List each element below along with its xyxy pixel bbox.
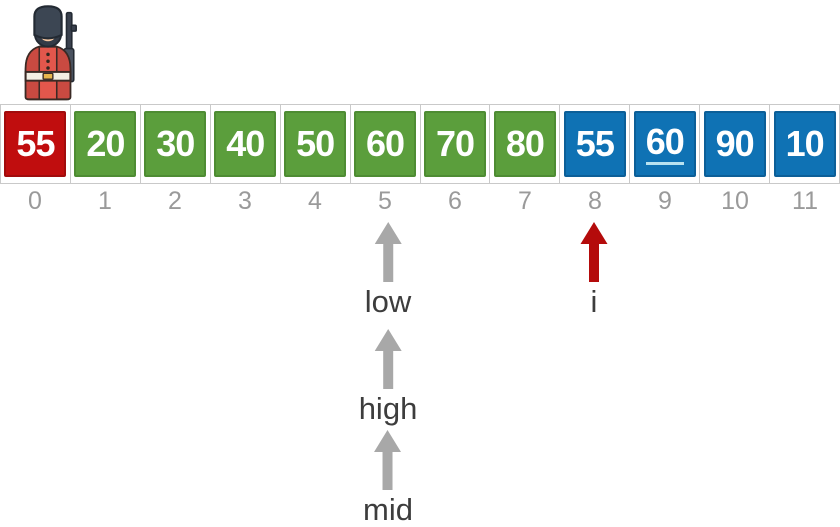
up-arrow-icon (374, 222, 402, 282)
cell-value: 60 (645, 123, 685, 165)
index-label: 11 (792, 187, 818, 215)
array-cell: 30 (141, 105, 211, 183)
array-cell-square: 80 (493, 111, 556, 177)
array-cell-square: 60 (633, 111, 696, 177)
array-cell: 55 (1, 105, 71, 183)
array-cell-square: 55 (4, 111, 67, 177)
array-cell-square: 60 (354, 111, 417, 177)
royal-guard-icon (13, 2, 83, 101)
pointer-low: low (364, 222, 412, 319)
index-label: 2 (168, 187, 182, 215)
array-strip: 55 20 30 40 50 60 70 80 55 60 90 10 (0, 104, 840, 184)
array-cell-square: 70 (423, 111, 486, 177)
array-cell: 60 (630, 105, 701, 183)
array-cell: 50 (281, 105, 351, 183)
cell-value: 40 (226, 123, 265, 164)
array-cell-square: 90 (703, 111, 766, 177)
cell-value: 90 (715, 123, 755, 164)
array-cell-square: 40 (214, 111, 277, 177)
array-cell-square: 30 (144, 111, 207, 177)
index-label: 9 (658, 187, 672, 215)
royal-guard-graphic (24, 5, 77, 101)
index-label: 10 (721, 187, 749, 215)
array-cell: 40 (211, 105, 281, 183)
cell-value: 30 (156, 123, 195, 164)
index-label: 3 (238, 187, 252, 215)
cell-value: 60 (366, 123, 405, 164)
array-cell: 20 (71, 105, 141, 183)
array-cell: 80 (490, 105, 561, 183)
up-arrow-icon (580, 222, 608, 282)
pointer-high: high (358, 329, 418, 426)
pointer-high-label: high (358, 391, 418, 426)
pointer-mid-label: mid (363, 492, 413, 527)
array-cell-square: 50 (284, 111, 347, 177)
index-label: 8 (588, 187, 602, 215)
array-cell: 10 (770, 105, 839, 183)
pointer-mid: mid (363, 430, 413, 527)
array-cell-square: 10 (773, 111, 836, 177)
array-cell-square: 55 (563, 111, 626, 177)
pointer-i: i (580, 222, 608, 319)
array-cell: 55 (560, 105, 631, 183)
index-label: 1 (98, 187, 112, 215)
index-label: 6 (448, 187, 462, 215)
index-label: 4 (308, 187, 322, 215)
array-cell: 60 (351, 105, 421, 183)
pointer-i-label: i (590, 284, 598, 319)
up-arrow-icon (374, 430, 402, 490)
cell-value: 80 (505, 123, 545, 164)
index-label: 7 (518, 187, 532, 215)
cell-value: 55 (575, 123, 615, 164)
cell-value: 20 (86, 123, 125, 164)
array-cell: 90 (700, 105, 771, 183)
cell-value: 55 (16, 123, 55, 164)
cell-value: 70 (435, 123, 475, 164)
up-arrow-icon (374, 329, 402, 389)
cell-value: 50 (296, 123, 335, 164)
cell-value: 10 (785, 123, 825, 164)
pointer-low-label: low (364, 284, 412, 319)
index-row: 0 1 2 3 4 5 6 7 8 9 10 11 (0, 186, 840, 216)
index-label: 0 (28, 187, 42, 215)
index-label: 5 (378, 187, 392, 215)
array-cell: 70 (421, 105, 491, 183)
array-cell-square: 20 (74, 111, 137, 177)
